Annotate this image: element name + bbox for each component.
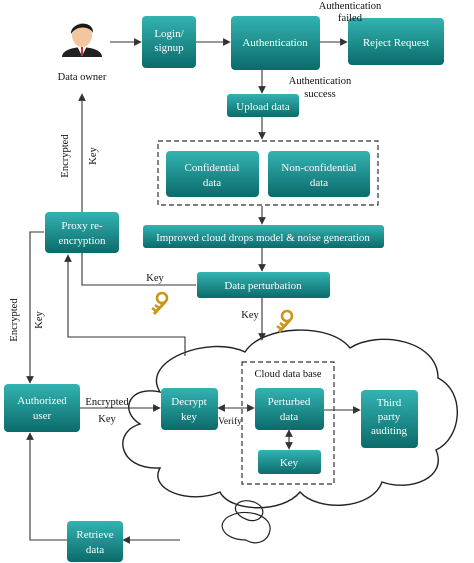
key-icon [150, 291, 169, 316]
data-perturbation-box: Data perturbation [197, 272, 330, 298]
svg-text:Upload data: Upload data [236, 101, 290, 113]
svg-text:Authentication: Authentication [242, 37, 308, 49]
svg-text:Perturbed: Perturbed [268, 396, 311, 408]
encrypted-key-top-label-2: Key [88, 147, 99, 165]
svg-text:key: key [181, 411, 197, 423]
svg-text:Authorized: Authorized [17, 395, 67, 407]
encrypted-key-left-label-2: Key [34, 311, 45, 329]
data-type-group [157, 140, 379, 206]
encrypted-key-mid-label: Encrypted [85, 397, 129, 408]
reject-request-box: Reject Request [348, 18, 444, 65]
decrypt-key-box: Decrypt key [161, 388, 218, 430]
svg-text:data: data [310, 177, 328, 189]
svg-text:Third: Third [377, 397, 402, 409]
encrypted-key-left-label: Encrypted [9, 298, 20, 342]
key-box: Key [258, 450, 321, 474]
svg-text:auditing: auditing [371, 425, 408, 437]
svg-text:Confidential: Confidential [185, 162, 240, 174]
key-below-perturbation-label: Key [241, 310, 259, 321]
auth-success-label: Authentication [289, 76, 352, 87]
svg-text:Retrieve: Retrieve [76, 529, 113, 541]
proxy-re-encryption-box: Proxy re- encryption [45, 212, 119, 253]
svg-text:signup: signup [154, 42, 184, 54]
svg-text:Non-confidential: Non-confidential [281, 162, 356, 174]
auth-success-label-2: success [304, 89, 336, 100]
authorized-user-box: Authorized user [4, 384, 80, 432]
svg-text:party: party [378, 411, 401, 423]
person-icon [62, 23, 102, 57]
upload-data-box: Upload data [227, 94, 299, 117]
key-icon-2 [275, 309, 294, 334]
svg-text:encryption: encryption [58, 235, 106, 247]
encrypted-key-top-label: Encrypted [60, 134, 71, 178]
svg-text:Login/: Login/ [154, 28, 184, 40]
cloud-database-group [241, 361, 335, 485]
svg-text:Decrypt: Decrypt [171, 396, 206, 408]
svg-text:Reject Request: Reject Request [363, 37, 429, 49]
svg-text:Key: Key [280, 457, 299, 469]
encrypted-key-mid-label-2: Key [98, 414, 116, 425]
retrieve-data-box: Retrieve data [67, 521, 123, 562]
verify-label: Verify [218, 416, 242, 427]
auth-failed-label-2: failed [338, 13, 363, 24]
connectors [26, 38, 361, 544]
third-party-auditing-box: Third party auditing [361, 390, 418, 448]
key-to-proxy-label: Key [146, 273, 164, 284]
perturbed-data-box: Perturbed data [255, 388, 324, 430]
svg-text:Proxy re-: Proxy re- [61, 220, 103, 232]
svg-text:user: user [33, 410, 52, 422]
svg-text:data: data [280, 411, 298, 423]
svg-text:data: data [86, 544, 104, 556]
cloud-database-label: Cloud data base [254, 369, 321, 380]
login-signup-box: Login/ signup [142, 16, 196, 68]
improved-cloud-drops-box: Improved cloud drops model & noise gener… [143, 225, 384, 248]
non-confidential-data-box: Non-confidential data [268, 151, 370, 197]
svg-text:data: data [203, 177, 221, 189]
auth-failed-label: Authentication [319, 1, 382, 12]
svg-text:Improved cloud drops model & n: Improved cloud drops model & noise gener… [156, 232, 370, 244]
confidential-data-box: Confidential data [166, 151, 259, 197]
authentication-box: Authentication [231, 16, 320, 70]
svg-text:Data perturbation: Data perturbation [224, 280, 302, 292]
data-owner-label: Data owner [58, 72, 107, 83]
